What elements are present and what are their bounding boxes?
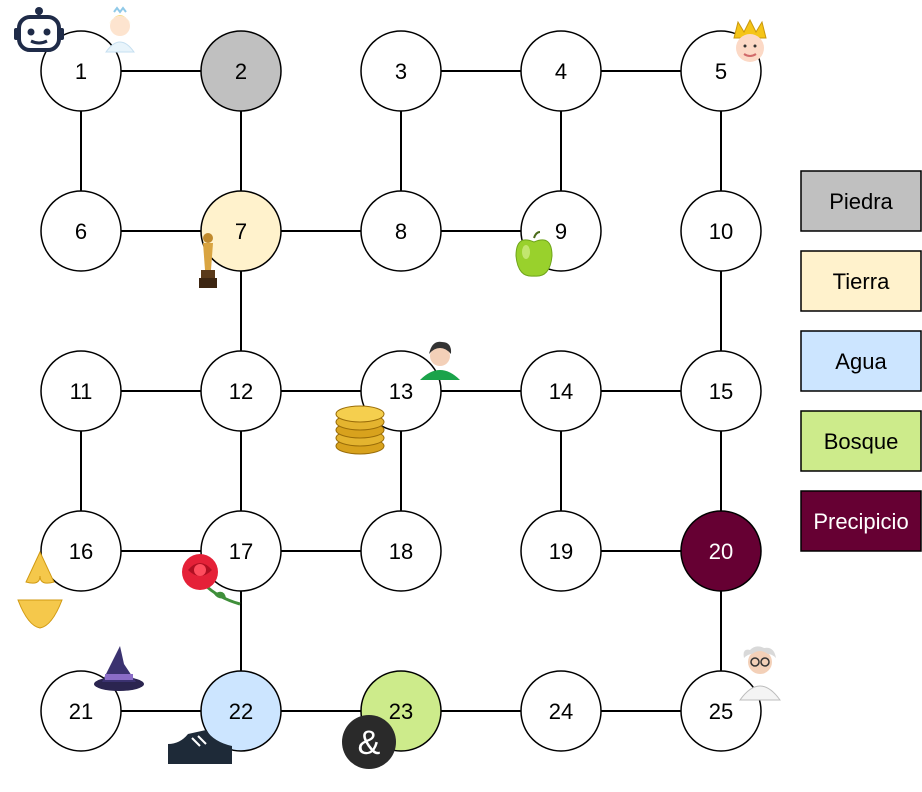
legend-item-tierra: Tierra (800, 250, 922, 312)
legend-label: Precipicio (813, 509, 908, 534)
node-label: 21 (69, 699, 93, 724)
node-19: 19 (520, 510, 602, 592)
legend-label: Tierra (833, 269, 890, 294)
node-label: 8 (395, 219, 407, 244)
node-circle (520, 510, 602, 592)
node-label: 14 (549, 379, 573, 404)
node-label: 1 (75, 59, 87, 84)
person-icon (420, 341, 460, 380)
node-circle (200, 30, 282, 112)
node-7: 7 (200, 190, 282, 272)
legend-label: Piedra (829, 189, 893, 214)
legend-item-piedra: Piedra (800, 170, 922, 232)
node-circle (680, 350, 762, 432)
node-label: 5 (715, 59, 727, 84)
node-label: 9 (555, 219, 567, 244)
node-label: 22 (229, 699, 253, 724)
node-label: 20 (709, 539, 733, 564)
node-25: 25 (680, 670, 762, 752)
node-22: 22 (200, 670, 282, 752)
node-label: 15 (709, 379, 733, 404)
node-circle (680, 510, 762, 592)
node-circle (360, 190, 442, 272)
node-24: 24 (520, 670, 602, 752)
legend-swatch (800, 170, 922, 232)
node-label: 13 (389, 379, 413, 404)
legend-swatch (800, 250, 922, 312)
node-15: 15 (680, 350, 762, 432)
node-circle (200, 510, 282, 592)
node-label: 2 (235, 59, 247, 84)
ampersand-badge-icon: & (342, 715, 396, 769)
node-circle (520, 30, 602, 112)
apple-icon (515, 231, 553, 277)
node-circle (520, 670, 602, 752)
legend-swatch (800, 490, 922, 552)
node-label: 18 (389, 539, 413, 564)
node-label: 23 (389, 699, 413, 724)
node-circle (40, 510, 122, 592)
ampersand-text: & (358, 724, 381, 762)
coins-icon (335, 405, 385, 455)
node-1: 1 (40, 30, 122, 112)
node-circle (200, 350, 282, 432)
legend-label: Agua (835, 349, 887, 374)
legend-label: Bosque (824, 429, 899, 454)
node-10: 10 (680, 190, 762, 272)
node-11: 11 (40, 350, 122, 432)
legend-item-bosque: Bosque (800, 410, 922, 472)
robot-icon (14, 7, 64, 52)
node-circle (200, 670, 282, 752)
legend-swatch (800, 330, 922, 392)
witch-hat-icon (94, 646, 144, 691)
node-6: 6 (40, 190, 122, 272)
shoe-icon (168, 730, 232, 764)
node-circle (40, 670, 122, 752)
node-circle (40, 190, 122, 272)
node-12: 12 (200, 350, 282, 432)
node-circle (360, 510, 442, 592)
king-icon (733, 18, 767, 62)
node-circle (40, 30, 122, 112)
node-label: 16 (69, 539, 93, 564)
node-circle (520, 350, 602, 432)
node-circle (40, 350, 122, 432)
node-label: 17 (229, 539, 253, 564)
bikini-icon (17, 550, 63, 629)
node-label: 4 (555, 59, 567, 84)
node-16: 16 (40, 510, 122, 592)
node-label: 11 (70, 379, 93, 404)
node-label: 3 (395, 59, 407, 84)
trophy-icon (199, 233, 217, 288)
node-4: 4 (520, 30, 602, 112)
legend-swatch (800, 410, 922, 472)
node-14: 14 (520, 350, 602, 432)
node-circle (680, 670, 762, 752)
node-8: 8 (360, 190, 442, 272)
node-label: 12 (229, 379, 253, 404)
icons: & (14, 6, 781, 769)
legend-item-agua: Agua (800, 330, 922, 392)
node-21: 21 (40, 670, 122, 752)
node-20: 20 (680, 510, 762, 592)
node-label: 7 (235, 219, 247, 244)
node-3: 3 (360, 30, 442, 112)
node-label: 19 (549, 539, 573, 564)
node-17: 17 (200, 510, 282, 592)
node-circle (200, 190, 282, 272)
node-18: 18 (360, 510, 442, 592)
scientist-icon (739, 646, 781, 701)
node-label: 25 (709, 699, 733, 724)
legend-item-precipicio: Precipicio (800, 490, 922, 552)
node-label: 10 (709, 219, 733, 244)
node-circle (360, 30, 442, 112)
node-circle (680, 190, 762, 272)
node-2: 2 (200, 30, 282, 112)
rose-icon (182, 554, 241, 606)
node-label: 24 (549, 699, 573, 724)
node-label: 6 (75, 219, 87, 244)
princess-icon (105, 6, 135, 53)
